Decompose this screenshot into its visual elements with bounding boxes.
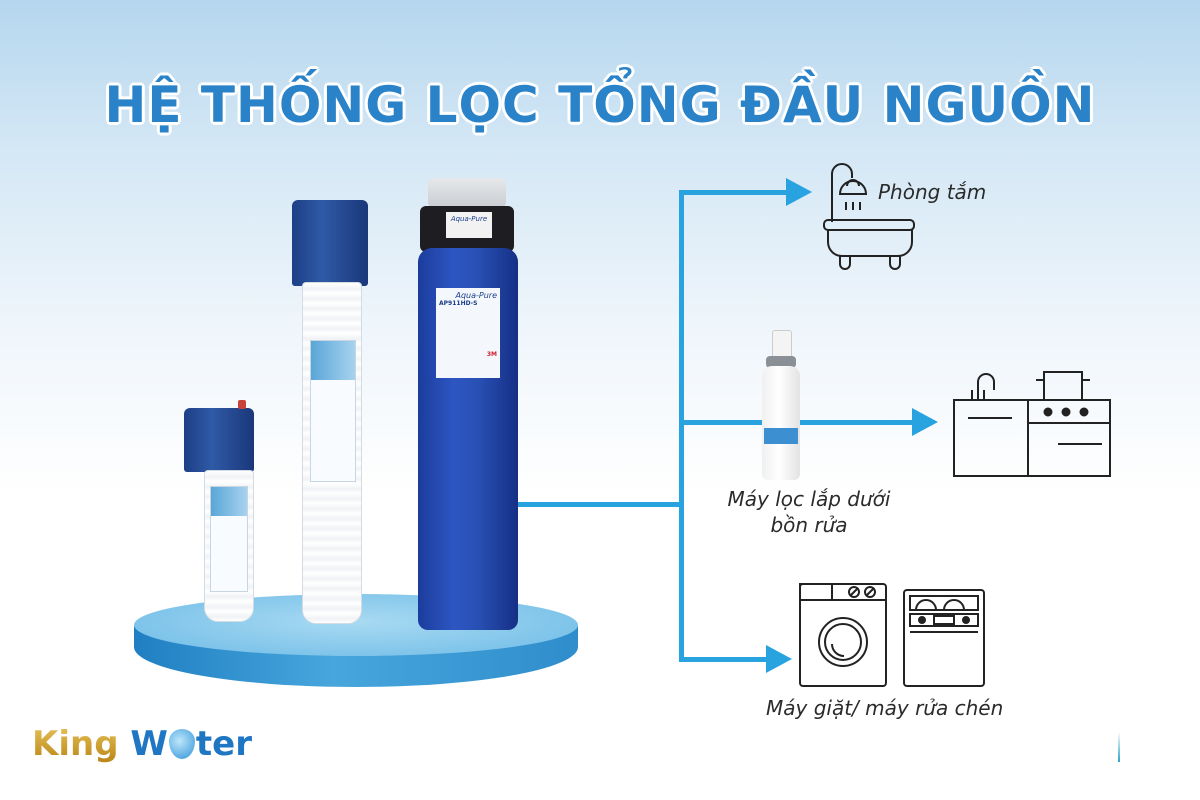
small-prefilter-cap bbox=[184, 408, 254, 472]
branch-pipe-appliances bbox=[679, 657, 771, 662]
kitchen-sink-stove-icon bbox=[953, 371, 1111, 477]
main-filter-head bbox=[428, 178, 506, 208]
small-prefilter-label bbox=[210, 486, 248, 592]
trunk-pipe bbox=[679, 190, 684, 662]
outlet-pipe bbox=[518, 502, 684, 507]
logo-water-w: W bbox=[130, 724, 168, 764]
main-filter-brand: Aqua-Pure bbox=[455, 291, 497, 300]
branch-pipe-bathroom bbox=[679, 190, 787, 195]
pressure-button bbox=[238, 400, 246, 409]
logo-water-ter: ter bbox=[195, 724, 252, 764]
washing-machine-dishwasher-icon bbox=[799, 583, 985, 687]
main-filter-maker: 3M bbox=[486, 351, 497, 358]
destination-bathroom-label: Phòng tắm bbox=[878, 180, 987, 204]
arrow-right-icon bbox=[766, 645, 792, 673]
main-filter-collar-brand: Aqua-Pure bbox=[446, 212, 492, 238]
main-filter-label: Aqua-Pure AP911HD-S 3M bbox=[436, 288, 500, 378]
arrow-right-icon bbox=[912, 408, 938, 436]
arrow-right-icon bbox=[786, 178, 812, 206]
page-title: HỆ THỐNG LỌC TỔNG ĐẦU NGUỒN bbox=[104, 76, 1096, 134]
undersink-filter bbox=[760, 330, 802, 480]
undersink-label-line1: Máy lọc lắp dưới bbox=[727, 487, 891, 511]
bathtub-shower-icon bbox=[823, 163, 915, 270]
destination-undersink-label: Máy lọc lắp dưới bồn rửa bbox=[704, 486, 914, 538]
water-drop-icon bbox=[168, 729, 195, 759]
logo-king-text: King bbox=[32, 724, 119, 764]
decorative-line bbox=[1118, 732, 1120, 762]
main-filter-model: AP911HD-S bbox=[439, 300, 478, 307]
large-prefilter-cap bbox=[292, 200, 368, 286]
destination-appliances-label: Máy giặt/ máy rửa chén bbox=[766, 696, 1004, 720]
undersink-label-line2: bồn rửa bbox=[770, 513, 848, 537]
large-prefilter-label bbox=[310, 340, 356, 482]
